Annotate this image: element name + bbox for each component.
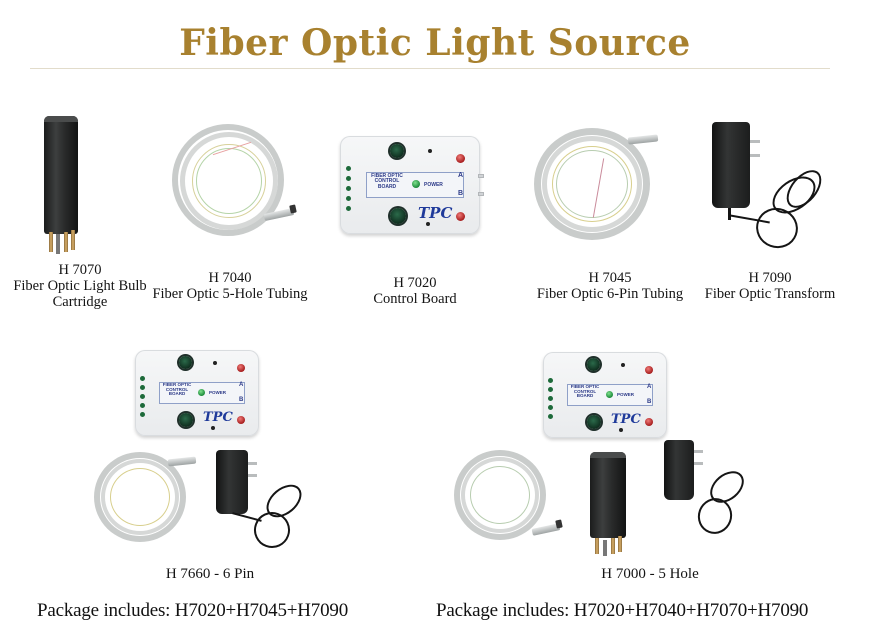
title-divider bbox=[30, 68, 830, 69]
package-includes-h7000: Package includes: H7020+H7040+H7070+H709… bbox=[436, 600, 809, 621]
panel-text-3: BOARD bbox=[576, 393, 594, 399]
tpc-brand: TPC bbox=[203, 410, 233, 425]
power-adapter-image bbox=[662, 438, 762, 548]
tpc-brand: TPC bbox=[611, 412, 641, 427]
power-label: POWER bbox=[209, 390, 227, 395]
product-label-h7070: H 7070 Fiber Optic Light Bulb Cartridge bbox=[6, 262, 154, 310]
product-name: Fiber Optic Transform bbox=[704, 286, 836, 302]
port-a-label: A bbox=[458, 172, 464, 179]
product-label-h7040: H 7040 Fiber Optic 5-Hole Tubing bbox=[150, 270, 310, 302]
package-title-h7660: H 7660 - 6 Pin bbox=[165, 566, 255, 582]
port-b-label: B bbox=[239, 397, 244, 403]
bulb-cartridge-image bbox=[590, 452, 630, 562]
port-b-label: B bbox=[647, 399, 652, 405]
product-label-h7090: H 7090 Fiber Optic Transform bbox=[700, 270, 840, 302]
power-label: POWER bbox=[424, 182, 443, 188]
panel-text-1: FIBER OPTIC bbox=[570, 384, 600, 389]
panel-text-2: CONTROL bbox=[374, 178, 400, 185]
product-name: Fiber Optic Light Bulb bbox=[13, 278, 147, 294]
product-code: H 7090 bbox=[748, 270, 792, 286]
product-code: H 7045 bbox=[588, 270, 632, 286]
control-board-image: FIBER OPTIC CONTROL BOARD POWER A B TPC bbox=[135, 350, 259, 436]
power-adapter-image bbox=[214, 448, 324, 558]
product-name: Fiber Optic 6-Pin Tubing bbox=[536, 286, 684, 302]
page-title: Fiber Optic Light Source bbox=[179, 22, 691, 64]
product-code: H 7070 bbox=[58, 262, 102, 278]
product-name-cont: Cartridge bbox=[52, 294, 108, 310]
tubing-coil-image bbox=[452, 446, 572, 546]
tpc-brand: TPC bbox=[418, 204, 453, 222]
panel-text-2: CONTROL bbox=[165, 386, 189, 392]
tubing-coil-image bbox=[528, 118, 668, 248]
bulb-cartridge-image bbox=[44, 116, 80, 266]
product-code: H 7040 bbox=[208, 270, 252, 286]
package-title-h7000: H 7000 - 5 Hole bbox=[601, 566, 699, 582]
product-name: Fiber Optic 5-Hole Tubing bbox=[152, 286, 308, 302]
control-board-image: FIBER OPTIC CONTROL BOARD POWER A B TPC bbox=[543, 352, 667, 438]
control-board-image: FIBER OPTIC CONTROL BOARD POWER A B TPC bbox=[340, 136, 484, 234]
package-includes-h7660: Package includes: H7020+H7045+H7090 bbox=[37, 600, 348, 621]
power-label: POWER bbox=[617, 392, 635, 397]
tubing-coil-image bbox=[92, 448, 202, 548]
panel-text-1: FIBER OPTIC bbox=[371, 173, 403, 179]
power-adapter-image bbox=[700, 118, 840, 268]
panel-text-2: CONTROL bbox=[573, 388, 597, 394]
port-a-label: A bbox=[647, 384, 652, 390]
panel-text-3: BOARD bbox=[377, 183, 397, 190]
product-name: Control Board bbox=[373, 291, 457, 307]
product-label-h7020: H 7020 Control Board bbox=[345, 275, 485, 307]
panel-text-1: FIBER OPTIC bbox=[162, 382, 192, 387]
port-a-label: A bbox=[239, 382, 244, 388]
product-code: H 7020 bbox=[393, 275, 437, 291]
product-label-h7045: H 7045 Fiber Optic 6-Pin Tubing bbox=[525, 270, 695, 302]
tubing-coil-image bbox=[170, 118, 310, 248]
port-b-label: B bbox=[458, 190, 464, 197]
panel-text-3: BOARD bbox=[168, 391, 186, 397]
